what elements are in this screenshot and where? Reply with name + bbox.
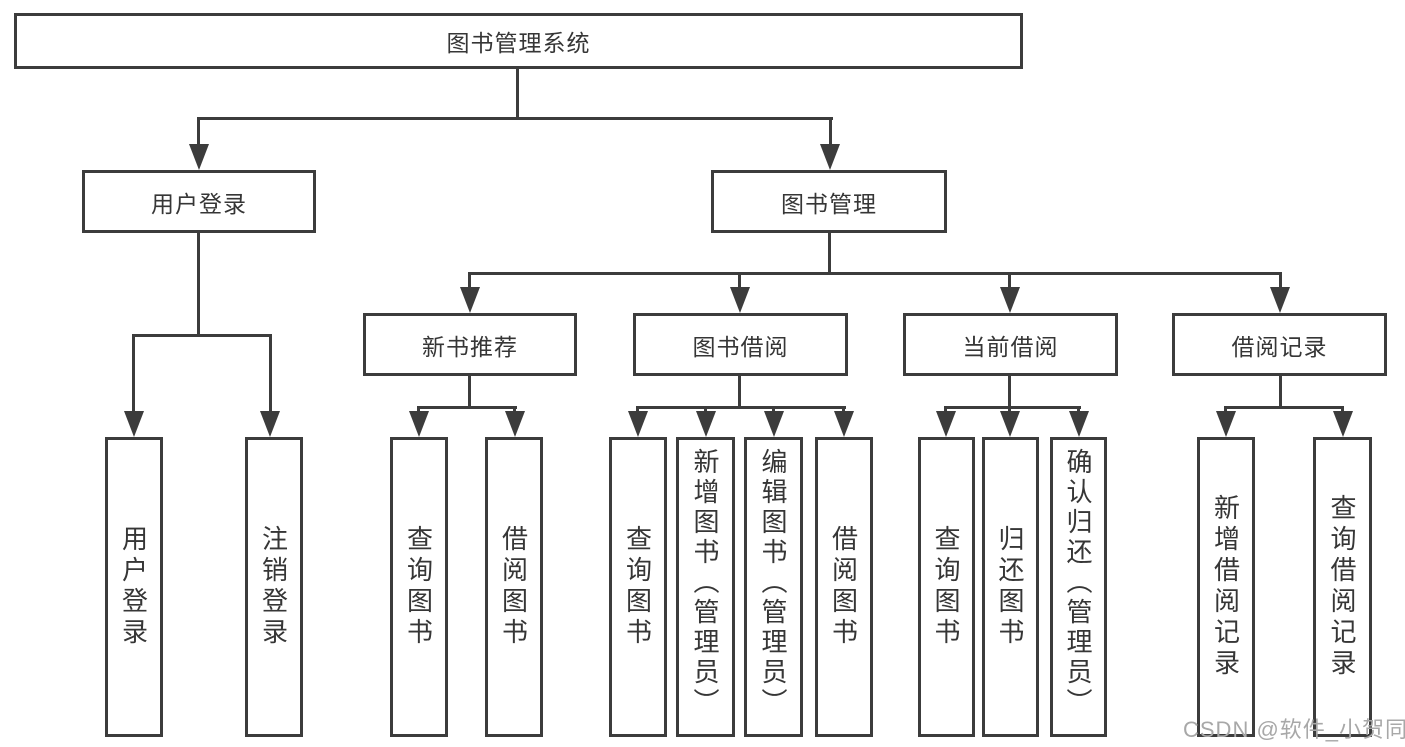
connector-line — [197, 117, 833, 120]
leaf-borrow-borrow-books: 借阅图书 — [815, 437, 873, 737]
arrowhead-icon — [1069, 411, 1089, 437]
arrowhead-icon — [260, 411, 280, 437]
connector-line — [468, 272, 1282, 275]
connector-line — [738, 376, 741, 409]
node-book-management: 图书管理 — [711, 170, 947, 233]
leaf-current-query-books: 查询图书 — [918, 437, 975, 737]
leaf-borrow-add-books-admin: 新增图书（管理员） — [676, 437, 735, 737]
node-root-system: 图书管理系统 — [14, 13, 1023, 69]
connector-line — [944, 406, 1081, 409]
arrowhead-icon — [696, 411, 716, 437]
connector-line — [1224, 406, 1227, 414]
connector-line — [842, 406, 845, 414]
arrowhead-icon — [834, 411, 854, 437]
connector-line — [468, 376, 471, 409]
leaf-current-confirm-return-admin: 确认归还（管理员） — [1050, 437, 1107, 737]
arrowhead-icon — [1270, 287, 1290, 313]
node-current-borrow: 当前借阅 — [903, 313, 1118, 376]
leaf-logout: 注销登录 — [245, 437, 303, 737]
connector-line — [132, 334, 272, 337]
connector-line — [1077, 406, 1080, 414]
arrowhead-icon — [1000, 411, 1020, 437]
connector-line — [1341, 406, 1344, 414]
connector-line — [1008, 272, 1011, 290]
connector-line — [417, 406, 420, 414]
connector-line — [1008, 406, 1011, 414]
node-book-borrow: 图书借阅 — [633, 313, 848, 376]
csdn-watermark: CSDN @软件_小贺同学 — [1183, 717, 1405, 742]
connector-line — [828, 233, 831, 275]
arrowhead-icon — [628, 411, 648, 437]
connector-line — [738, 272, 741, 290]
leaf-current-return-books: 归还图书 — [982, 437, 1039, 737]
arrowhead-icon — [936, 411, 956, 437]
node-user-login: 用户登录 — [82, 170, 316, 233]
leaf-newbook-borrow-books: 借阅图书 — [485, 437, 543, 737]
arrowhead-icon — [409, 411, 429, 437]
connector-line — [1224, 406, 1344, 409]
arrowhead-icon — [189, 144, 209, 170]
connector-line — [132, 334, 135, 413]
node-borrow-record: 借阅记录 — [1172, 313, 1387, 376]
connector-line — [513, 406, 516, 414]
arrowhead-icon — [460, 287, 480, 313]
arrowhead-icon — [1000, 287, 1020, 313]
connector-line — [636, 406, 639, 414]
arrowhead-icon — [820, 144, 840, 170]
arrowhead-icon — [1333, 411, 1353, 437]
arrowhead-icon — [1216, 411, 1236, 437]
leaf-record-add-borrow-record: 新增借阅记录 — [1197, 437, 1255, 737]
connector-line — [197, 233, 200, 337]
leaf-user-login: 用户登录 — [105, 437, 163, 737]
node-new-book-recommend: 新书推荐 — [363, 313, 577, 376]
connector-line — [772, 406, 775, 414]
connector-line — [468, 272, 471, 290]
arrowhead-icon — [764, 411, 784, 437]
connector-line — [636, 406, 846, 409]
connector-line — [269, 334, 272, 413]
leaf-newbook-query-books: 查询图书 — [390, 437, 448, 737]
arrowhead-icon — [124, 411, 144, 437]
connector-line — [516, 68, 519, 118]
connector-line — [829, 117, 832, 147]
leaf-borrow-query-books: 查询图书 — [609, 437, 667, 737]
arrowhead-icon — [730, 287, 750, 313]
connector-line — [1008, 376, 1011, 409]
connector-line — [1279, 376, 1282, 409]
connector-line — [197, 117, 200, 147]
connector-line — [417, 406, 517, 409]
connector-line — [944, 406, 947, 414]
leaf-borrow-edit-books-admin: 编辑图书（管理员） — [744, 437, 803, 737]
connector-line — [704, 406, 707, 414]
leaf-record-query-borrow-record: 查询借阅记录 — [1313, 437, 1372, 737]
connector-line — [1279, 272, 1282, 290]
arrowhead-icon — [505, 411, 525, 437]
